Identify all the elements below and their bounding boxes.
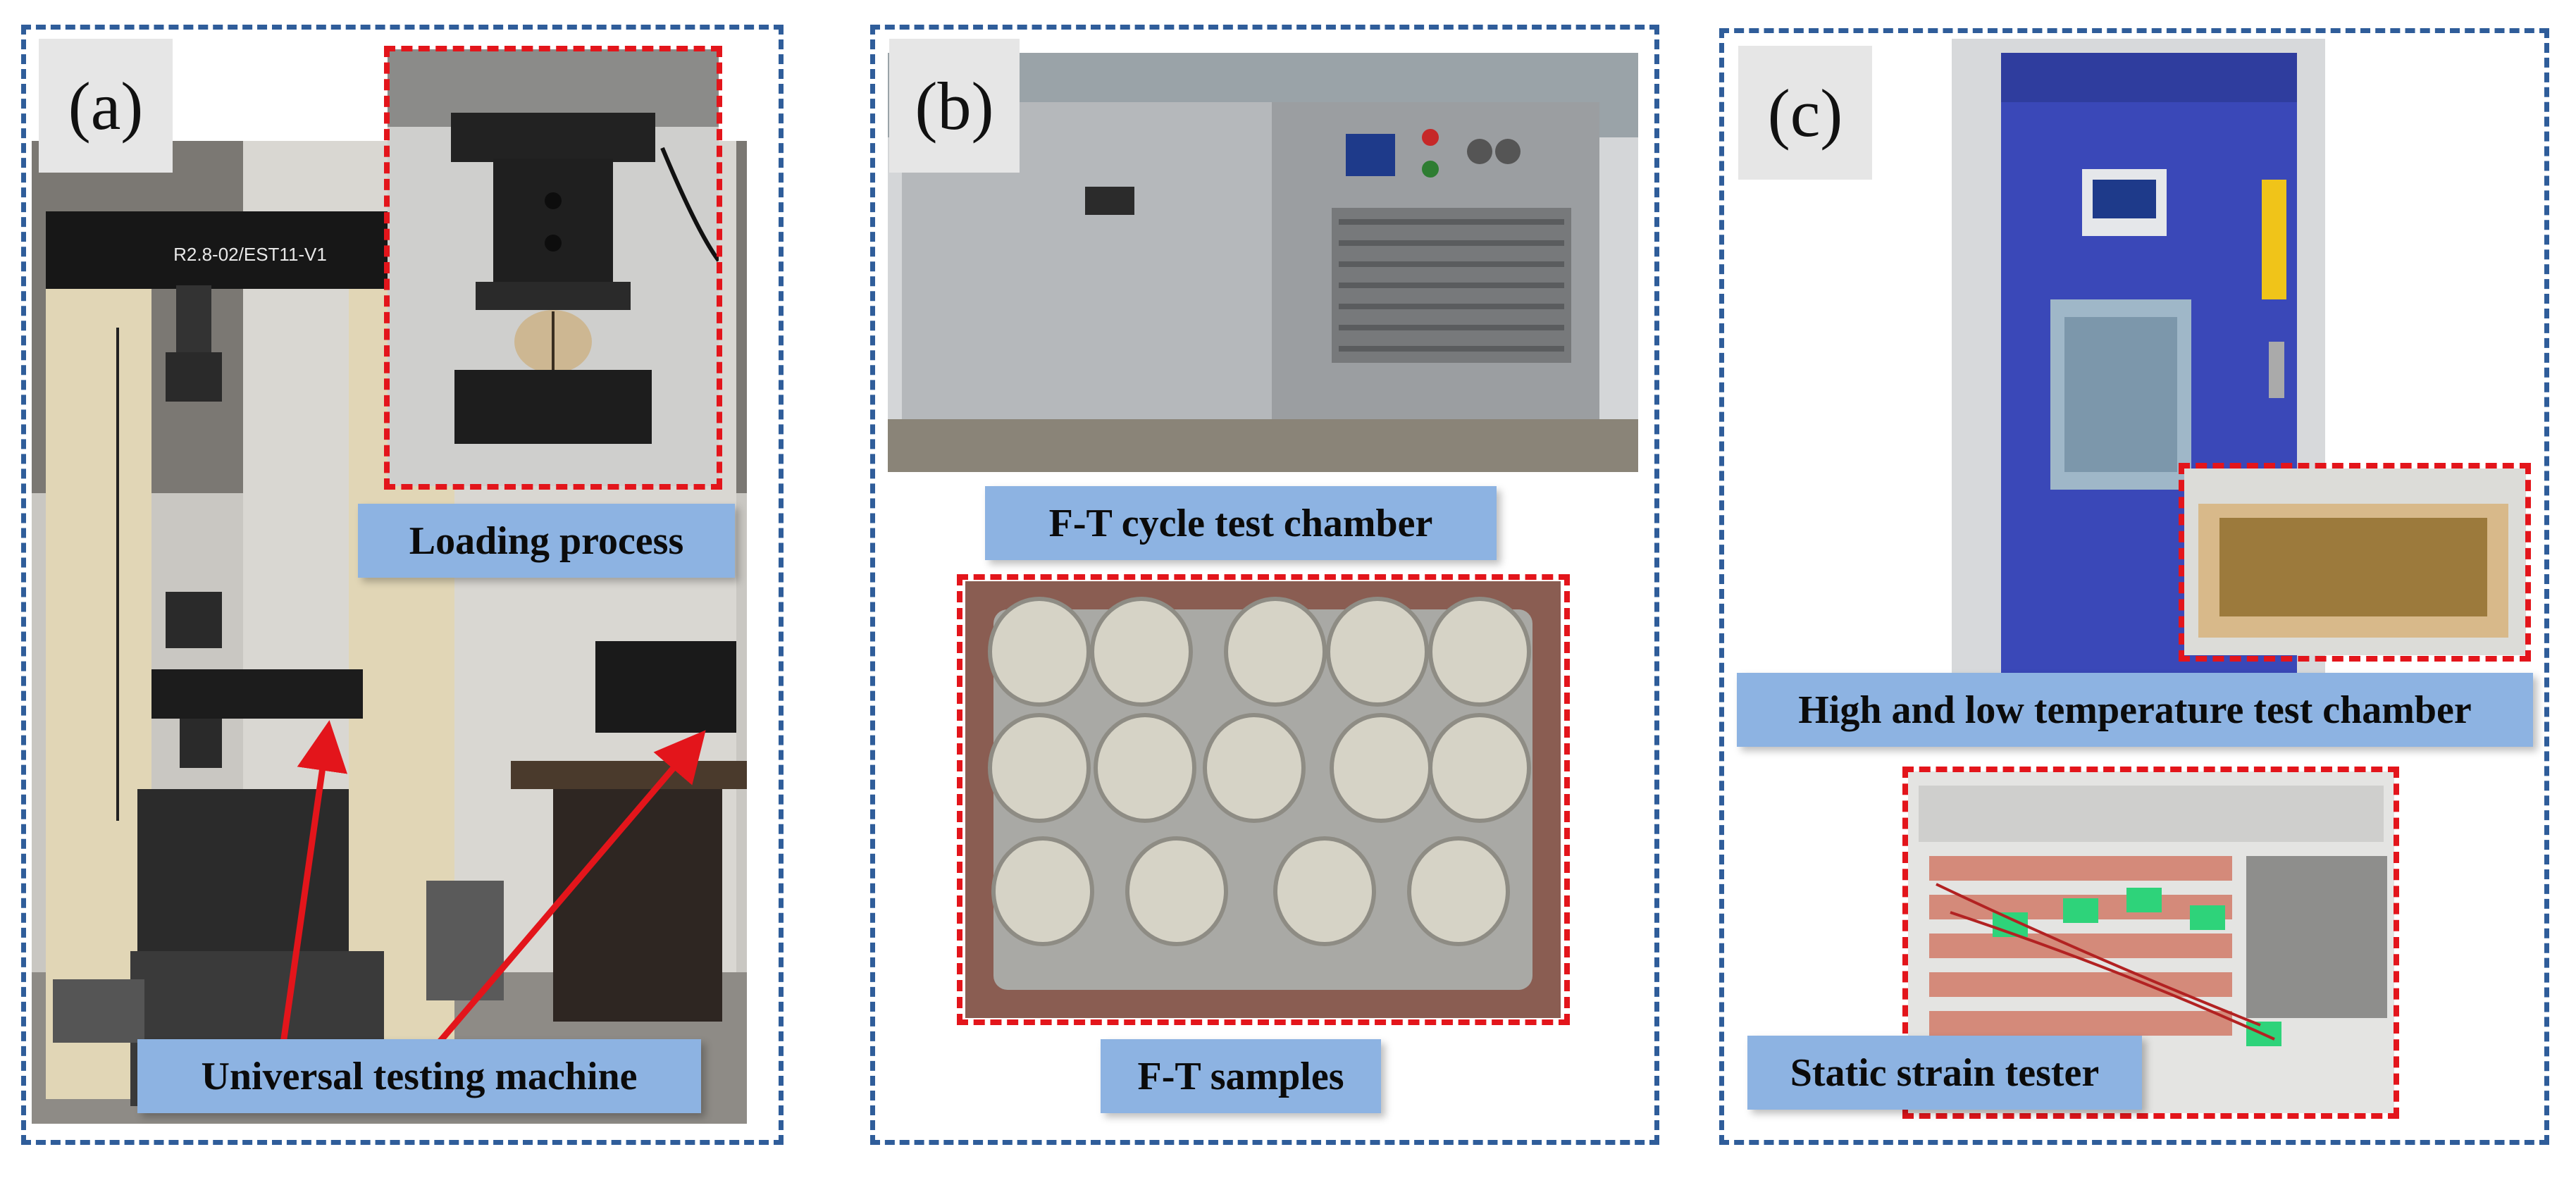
photo-loading-process	[388, 49, 719, 486]
loading-process-label: Loading process	[358, 504, 735, 578]
loading-process-inset-frame	[384, 46, 722, 490]
sample-mold-inset-frame	[2179, 463, 2531, 662]
ft-samples-label: F-T samples	[1101, 1039, 1381, 1113]
high-low-temperature-chamber-label: High and low temperature test chamber	[1737, 673, 2533, 747]
panel-c-badge: (c)	[1738, 46, 1872, 180]
panel-c	[1719, 28, 2549, 1145]
panel-b	[870, 25, 1659, 1145]
photo-soil-sample-mold	[2184, 469, 2526, 655]
static-strain-tester-inset-frame	[1902, 767, 2399, 1119]
universal-testing-machine-label: Universal testing machine	[137, 1039, 701, 1113]
panel-a-badge: (a)	[39, 39, 173, 173]
panel-b-badge: (b)	[889, 39, 1020, 173]
machine-plate-text: R2.8-02/EST11-V1	[173, 244, 327, 265]
panel-a	[21, 25, 784, 1145]
static-strain-tester-label: Static strain tester	[1747, 1036, 2142, 1110]
ft-cycle-chamber-label: F-T cycle test chamber	[985, 486, 1497, 560]
photo-ft-samples	[965, 581, 1561, 1018]
ft-samples-inset-frame	[957, 574, 1570, 1025]
